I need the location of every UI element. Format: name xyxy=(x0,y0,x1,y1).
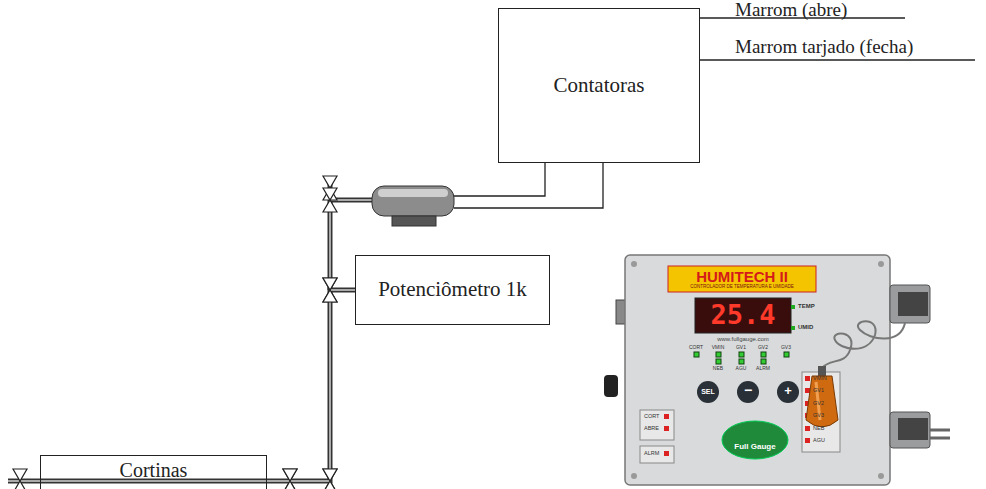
led-label: TEMP xyxy=(798,303,815,310)
bearing-symbol xyxy=(283,469,297,489)
node-text: Contatoras xyxy=(554,72,645,99)
led-label: GV3 xyxy=(781,345,791,351)
button-label: + xyxy=(784,384,792,398)
wire-label: Marrom (abre) xyxy=(735,0,847,21)
led-label: ALRM xyxy=(644,450,659,456)
button-label: SEL xyxy=(701,388,715,396)
led-label: GV1 xyxy=(813,387,824,393)
led-label: GV2 xyxy=(758,345,768,351)
motor xyxy=(372,186,454,226)
led-label: GV3 xyxy=(813,412,824,418)
led-label: AGU xyxy=(736,366,747,372)
led-label: GV1 xyxy=(736,345,746,351)
button-label: − xyxy=(744,383,752,398)
controller-device xyxy=(604,255,950,485)
display-reading: 25.4 xyxy=(710,300,775,330)
brand-logo: Full Gauge xyxy=(734,443,775,452)
led-label: CORT xyxy=(689,345,703,351)
shaft-connector xyxy=(267,290,355,481)
bearings xyxy=(13,176,337,489)
led-label: GV2 xyxy=(813,400,824,406)
contactor-box: Contatoras xyxy=(498,8,700,163)
potentiometer-box: Potenciômetro 1k xyxy=(355,255,550,325)
led-label: NEB xyxy=(813,425,824,431)
shafts xyxy=(8,178,372,481)
led-label: ALRM xyxy=(756,366,770,372)
bearing-symbol xyxy=(323,469,337,489)
led-label: NEB xyxy=(713,366,723,372)
curtain-box: Cortinas xyxy=(40,455,267,489)
led-label: UMID xyxy=(798,324,813,331)
brand-name: HUMITECH II xyxy=(696,269,788,286)
led-label: VMIN xyxy=(813,375,827,381)
bearing-symbol xyxy=(323,278,337,302)
led-label: ABRE xyxy=(644,425,659,431)
led-label: VMIN xyxy=(712,345,725,351)
website-text: www.fullgauge.com xyxy=(717,336,769,343)
brand-subtitle: CONTROLADOR DE TEMPERATURA E UMIDADE xyxy=(690,285,793,290)
node-text: Cortinas xyxy=(120,457,188,483)
led-label: AGU xyxy=(813,437,825,443)
node-text: Potenciômetro 1k xyxy=(378,276,527,303)
wire-label: Marrom tarjado (fecha) xyxy=(735,37,913,58)
led-label: CORT xyxy=(644,413,659,419)
